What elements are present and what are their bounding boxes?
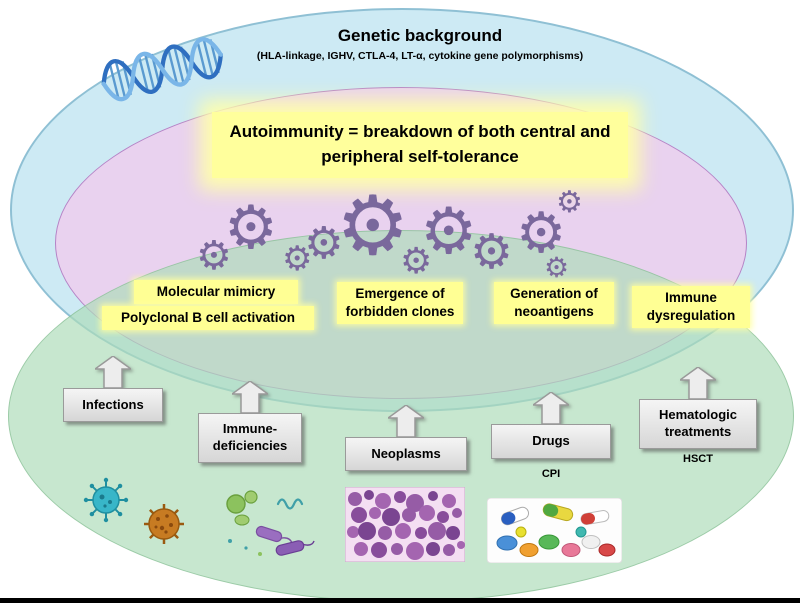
up-arrow-icon (533, 392, 569, 424)
pills-image (487, 498, 622, 563)
autoimmunity-statement-box: Autoimmunity = breakdown of both central… (212, 112, 628, 178)
gear-icon: ⚙ (336, 179, 410, 274)
cause-box-immune-deficiencies: Immune-deficiencies (198, 413, 302, 463)
gear-icon: ⚙ (282, 239, 313, 279)
up-arrow-icon (232, 381, 268, 413)
pathogen-icon (144, 504, 184, 544)
cause-box-neoplasms: Neoplasms (345, 437, 467, 471)
gear-icon: ⚙ (470, 224, 514, 280)
gear-icon: ⚙ (556, 185, 583, 220)
gear-icon: ⚙ (420, 195, 478, 269)
hsct-label: HSCT (683, 453, 713, 465)
bottom-border (0, 598, 800, 603)
cause-box-hematologic-treatments: Hematologic treatments (639, 399, 757, 449)
cause-box-drugs: Drugs (491, 424, 611, 459)
mechanism-label-immune-dysregulation: Immune dysregulation (632, 286, 750, 329)
genetic-background-subtitle: (HLA-linkage, IGHV, CTLA-4, LT-α, cytoki… (256, 50, 584, 62)
gear-icon: ⚙ (196, 233, 232, 279)
virus-icon (83, 477, 129, 523)
dna-icon (101, 37, 223, 102)
bacteria-icon (226, 490, 315, 556)
neoplasm-cells-image (345, 487, 465, 562)
cpi-label: CPI (541, 468, 561, 480)
genetic-background-title: Genetic background (337, 26, 503, 45)
gear-icon: ⚙ (304, 218, 344, 269)
mechanism-label-emergence-of-forbidden-clones: Emergence of forbidden clones (337, 282, 463, 325)
gear-icon: ⚙ (516, 201, 567, 266)
mechanism-label-polyclonal-b-cell-activation: Polyclonal B cell activation (102, 306, 314, 331)
gear-icon: ⚙ (400, 241, 433, 282)
up-arrow-icon (388, 405, 424, 437)
up-arrow-icon (680, 367, 716, 399)
gear-icon: ⚙ (544, 251, 570, 284)
cause-box-infections: Infections (63, 388, 163, 422)
mechanism-label-molecular-mimicry: Molecular mimicry (134, 280, 298, 305)
mechanism-label-generation-of-neoantigens: Generation of neoantigens (494, 282, 614, 325)
up-arrow-icon (95, 356, 131, 388)
gear-icon: ⚙ (224, 193, 278, 263)
